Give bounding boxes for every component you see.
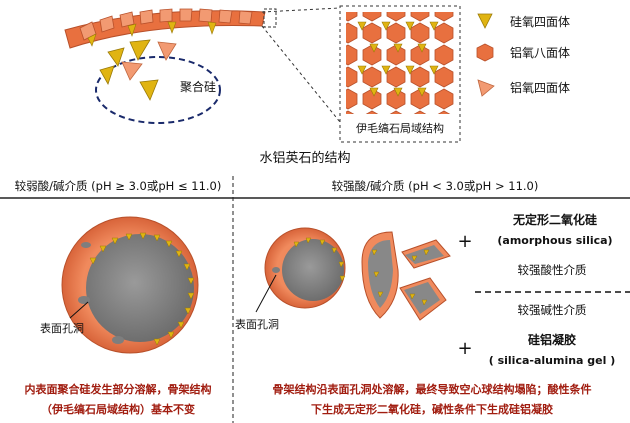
plus-sign-alkali: + [457, 338, 472, 359]
imogolite-label: 伊毛缟石局域结构 [356, 121, 444, 135]
caption-right-line2: 下生成无定形二氧化硅，碱性条件下生成硅铝凝胶 [311, 402, 553, 416]
sphere-intact [61, 216, 199, 354]
pore-label-left: 表面孔洞 [40, 321, 84, 335]
legend-label-silica-tetrahedron: 硅氧四面体 [510, 15, 570, 29]
caption-right-line1: 骨架结构沿表面孔洞处溶解，最终导致空心球结构塌陷；酸性条件 [273, 382, 592, 396]
product-alkali-cn: 硅铝凝胶 [528, 332, 576, 347]
legend-label-alumina-octahedron: 铝氧八面体 [510, 45, 570, 60]
zoom-source-box [263, 8, 277, 28]
product-alkali-en: ( silica-alumina gel ) [489, 354, 616, 367]
silica-tetrahedron-icon [477, 13, 493, 29]
caption-left-line2: （伊毛缟石局域结构）基本不变 [41, 402, 195, 416]
plus-sign-acid: + [457, 231, 472, 252]
sphere-collapsed [361, 231, 451, 321]
zoom-lines [261, 7, 341, 123]
condition-strong: 较强酸/碱介质 (pH < 3.0或pH > 11.0) [332, 179, 539, 193]
legend: 硅氧四面体 铝氧八面体 铝氧四面体 [476, 13, 570, 97]
product-acid-en: (amorphous silica) [497, 234, 612, 247]
acid-medium-label: 较强酸性介质 [518, 263, 587, 277]
pore-label-right: 表面孔洞 [235, 317, 279, 331]
imogolite-octahedral-grid [346, 12, 454, 114]
alkali-medium-label: 较强碱性介质 [518, 303, 587, 317]
legend-label-alumina-tetrahedron: 铝氧四面体 [510, 80, 570, 95]
polymer-silica-cluster [99, 39, 177, 101]
imogolite-tetrahedra [357, 21, 439, 97]
condition-weak: 较弱酸/碱介质 (pH ≥ 3.0或pH ≤ 11.0) [15, 179, 222, 193]
caption-left-line1: 内表面聚合硅发生部分溶解，骨架结构 [25, 382, 212, 396]
pore-pointer-left [69, 301, 89, 319]
octahedral-sheet [64, 8, 266, 49]
alumina-octahedron-icon [476, 43, 494, 62]
sphere-partial [264, 227, 346, 309]
product-acid-cn: 无定形二氧化硅 [512, 212, 597, 227]
pore-pointer-right [255, 274, 277, 313]
diagram-title: 水铝英石的结构 [259, 150, 350, 166]
alumina-tetrahedron-icon [477, 79, 495, 97]
polymer-silica-label: 聚合硅 [180, 79, 216, 94]
polymer-silica-region [95, 56, 221, 124]
imogolite-box [339, 5, 461, 143]
